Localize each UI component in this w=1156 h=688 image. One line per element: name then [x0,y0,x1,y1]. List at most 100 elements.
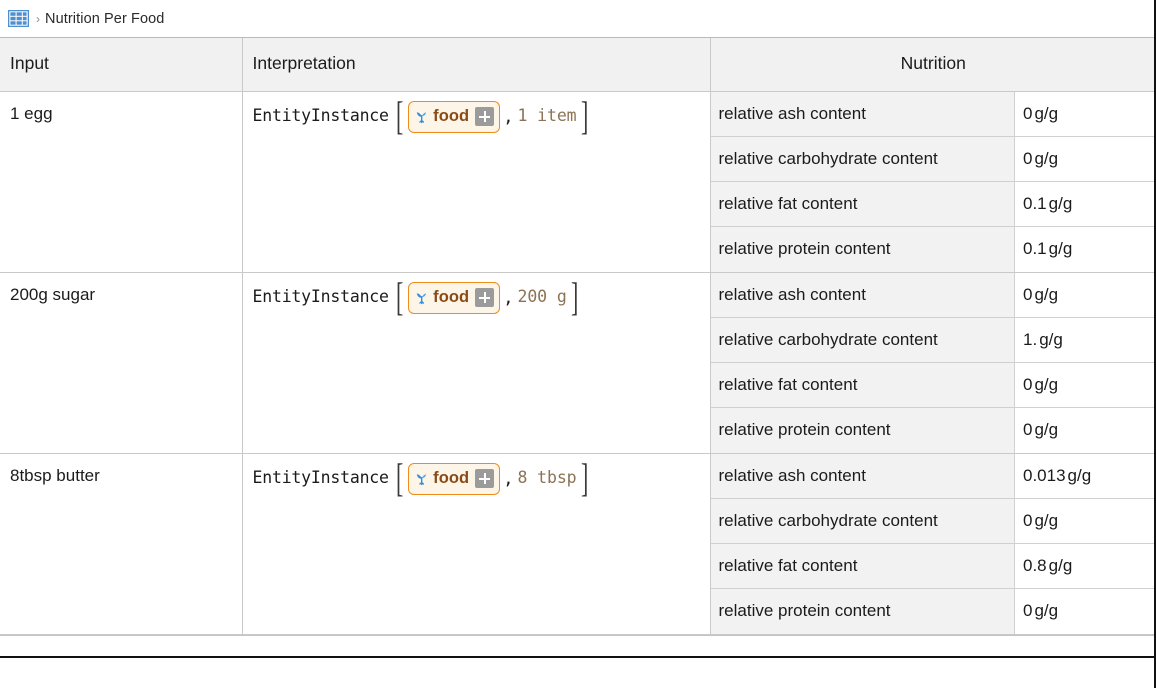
entity-chip-food[interactable]: food [408,281,501,314]
sprout-icon [414,290,431,305]
sprout-icon [414,471,431,486]
interpretation-cell: EntityInstance [ food,1 item] [242,91,711,273]
nutrition-property: relative ash content [710,91,1015,137]
nutrition-value-unit: g/g [1034,284,1059,304]
nutrition-property: relative protein content [710,588,1015,634]
nutrition-property: relative ash content [710,453,1015,499]
nutrition-value-number: 0 [1023,601,1033,621]
open-bracket: [ [395,455,404,501]
plus-icon[interactable] [475,288,495,307]
table-header: Input Interpretation Nutrition [0,38,1156,92]
nutrition-value-unit: g/g [1034,511,1059,530]
footer-strip [0,635,1156,658]
nutrition-value-number: 1. [1023,330,1038,349]
expression-comma: , [503,469,514,489]
close-bracket: ] [570,274,579,320]
entity-expression: EntityInstance[ food,200 g] [252,274,710,320]
nutrition-value: 1.g/g [1014,317,1156,363]
input-cell: 200g sugar [0,272,243,454]
breadcrumb-separator: › [36,11,40,26]
nutrition-property: relative ash content [710,272,1015,318]
nutrition-value-unit: g/g [1034,375,1059,394]
nutrition-value-unit: g/g [1034,420,1059,440]
nutrition-value-number: 0 [1023,284,1033,304]
quantity-text: 1 item [517,106,577,126]
breadcrumb: › Nutrition Per Food [0,0,1156,37]
expression-head: EntityInstance [252,106,389,126]
nutrition-property: relative carbohydrate content [710,136,1015,182]
expression-comma: , [503,288,514,308]
header-row: Input Interpretation Nutrition [0,38,1156,92]
entity-chip-label: food [433,288,470,307]
open-bracket: [ [395,93,404,139]
entity-expression: EntityInstance[ food,8 tbsp] [252,455,710,501]
nutrition-value-unit: g/g [1048,239,1073,259]
expression-head: EntityInstance [252,287,389,307]
entity-chip-label: food [433,469,470,488]
nutrition-value-number: 0 [1023,420,1033,440]
right-edge-rule [1154,0,1156,688]
nutrition-property: relative fat content [710,543,1015,589]
nutrition-value-unit: g/g [1048,194,1073,213]
nutrition-property: relative carbohydrate content [710,317,1015,363]
nutrition-value-unit: g/g [1034,601,1059,621]
nutrition-value-number: 0.013 [1023,465,1066,485]
nutrition-value-number: 0 [1023,103,1033,123]
nutrition-value-unit: g/g [1034,103,1059,123]
nutrition-value-number: 0.1 [1023,194,1047,213]
breadcrumb-title[interactable]: Nutrition Per Food [45,10,165,27]
sprout-icon [414,109,431,124]
entity-chip-food[interactable]: food [408,100,501,133]
input-text: 8tbsp butter [10,465,100,485]
plus-icon[interactable] [475,107,495,126]
nutrition-property: relative protein content [710,407,1015,453]
nutrition-value-unit: g/g [1034,149,1059,168]
input-text: 200g sugar [10,284,96,304]
nutrition-value-unit: g/g [1067,465,1092,485]
close-bracket: ] [580,455,588,501]
expression-head: EntityInstance [252,468,389,488]
close-bracket: ] [580,93,588,139]
entity-chip-food[interactable]: food [408,462,501,495]
entity-chip-label: food [433,107,470,126]
nutrition-value-unit: g/g [1039,330,1063,349]
column-header-interpretation: Interpretation [242,38,711,92]
expression-comma: , [503,107,514,127]
plus-icon[interactable] [475,469,495,488]
nutrition-property: relative protein content [710,226,1015,272]
table-grid-icon[interactable] [8,10,29,27]
nutrition-value-number: 0.8 [1023,556,1047,575]
